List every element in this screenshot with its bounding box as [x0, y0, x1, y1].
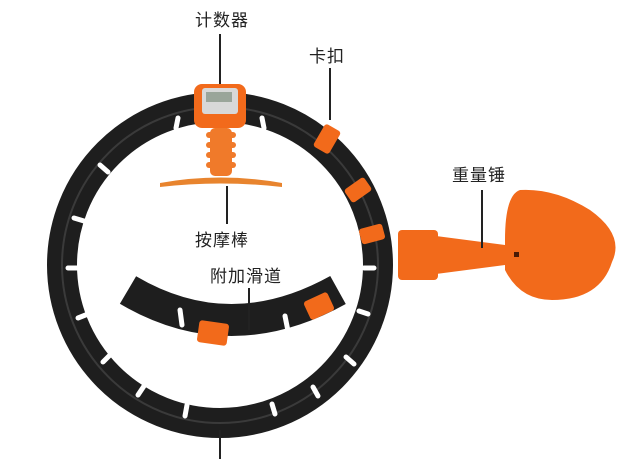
- leader-extra-track: [248, 288, 250, 330]
- label-buckle: 卡扣: [309, 47, 345, 67]
- leader-massager: [226, 186, 228, 224]
- ring-slots: [65, 115, 377, 419]
- label-massager: 按摩棒: [195, 231, 249, 251]
- label-counter: 计数器: [195, 11, 249, 31]
- label-extra-track: 附加滑道: [210, 267, 282, 287]
- label-weight: 重量锤: [452, 166, 506, 186]
- leader-bottom: [219, 430, 221, 459]
- counter-display: [206, 92, 232, 102]
- buckle-1: [313, 124, 341, 154]
- massager: [160, 128, 282, 187]
- weight-hammer: [398, 189, 616, 300]
- leader-weight: [481, 190, 483, 248]
- leader-counter: [219, 34, 221, 84]
- leader-buckle: [329, 68, 331, 120]
